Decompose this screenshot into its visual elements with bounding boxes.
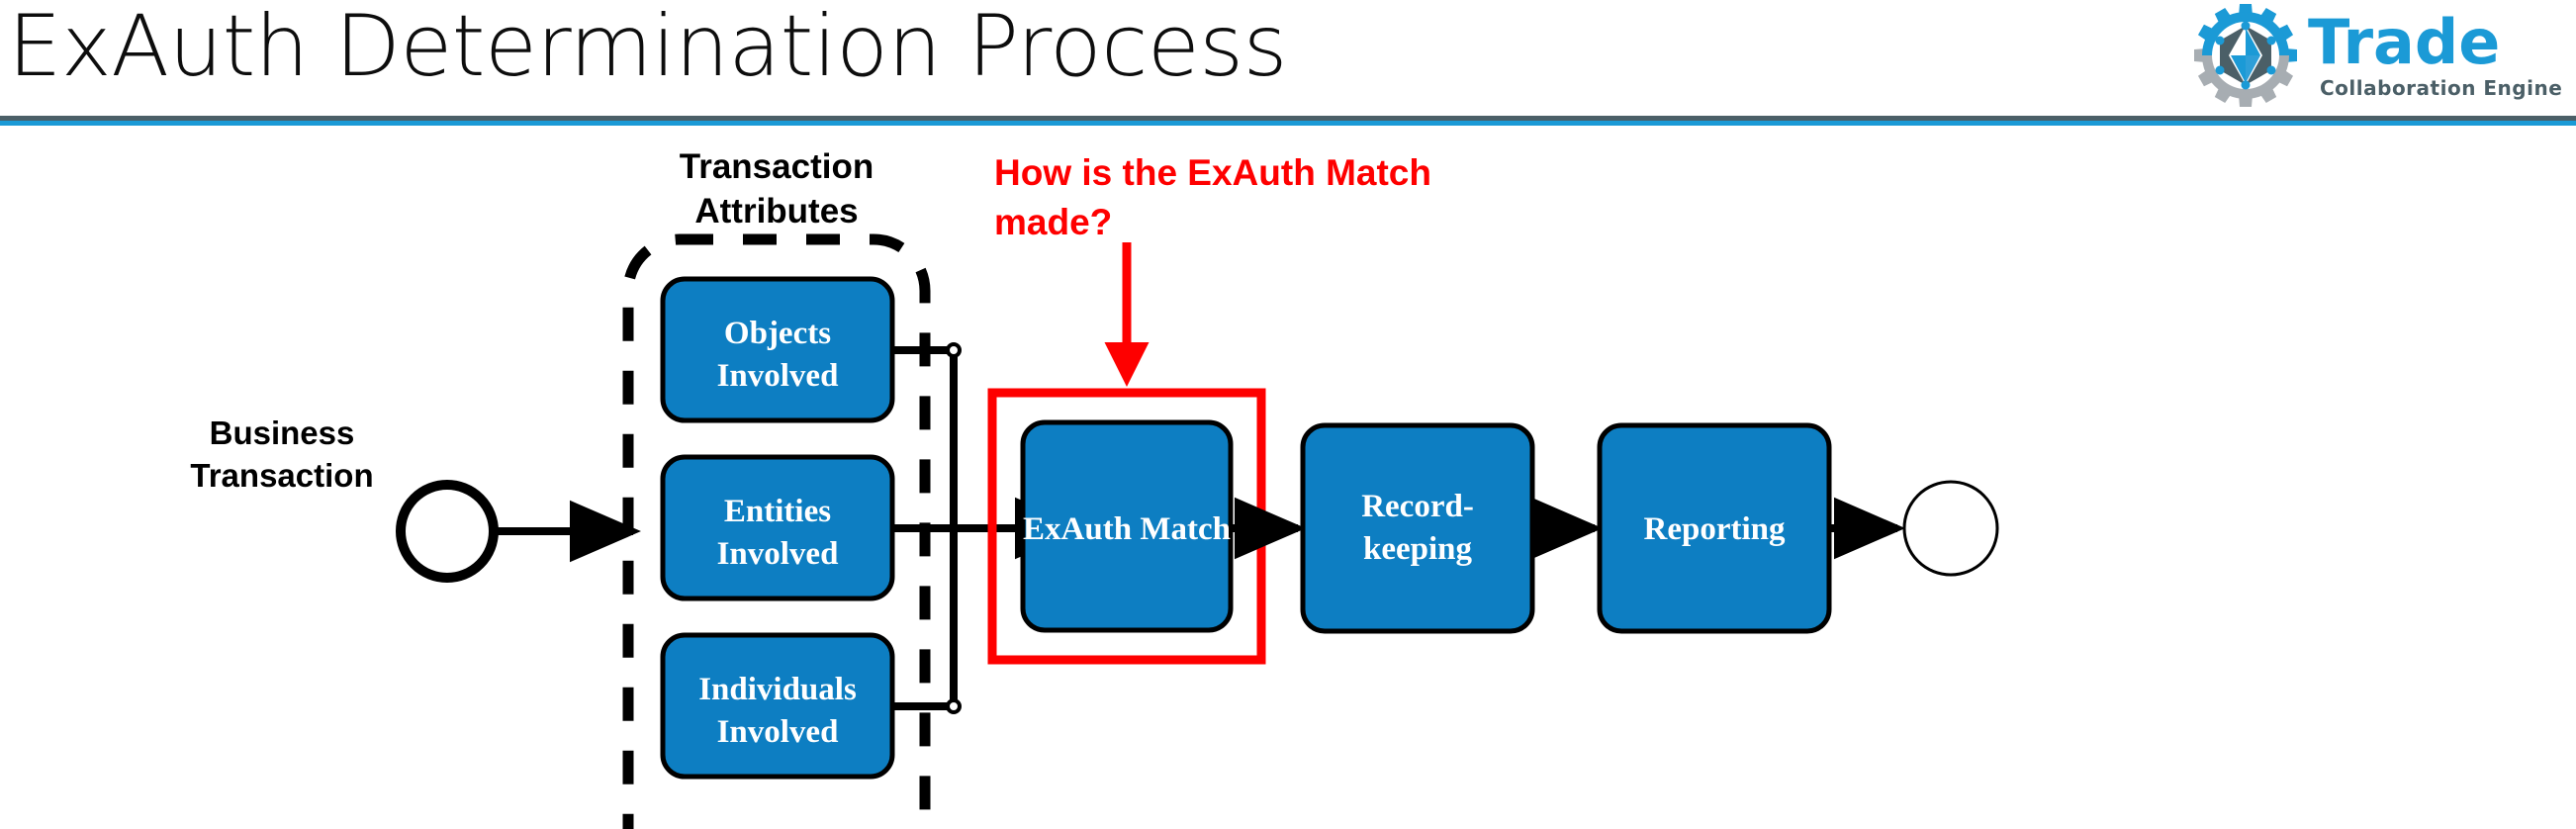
transaction-attributes-container — [622, 233, 931, 829]
attribute-node-individuals-line2: Involved — [717, 714, 839, 750]
gear-icon — [2194, 4, 2297, 107]
attribute-node-entities-line2: Involved — [717, 536, 839, 572]
group-label-line1: Transaction — [680, 147, 874, 186]
end-event[interactable] — [1902, 480, 1999, 577]
attribute-node-individuals[interactable]: Individuals Involved — [660, 632, 895, 780]
attribute-node-entities[interactable]: Entities Involved — [660, 454, 895, 601]
connector-attributes-bracket — [892, 342, 1086, 714]
start-event[interactable]: Business Transaction — [190, 414, 499, 583]
header-divider — [0, 116, 2576, 126]
header-divider-top — [0, 116, 2576, 121]
logo-tagline: Collaboration Engine — [2320, 76, 2562, 100]
attribute-node-objects-line1: Objects — [724, 316, 831, 351]
process-node-record-keeping-line1: Record- — [1361, 489, 1474, 524]
logo-wordmark: Trade — [2308, 6, 2500, 78]
group-label-line2: Attributes — [694, 192, 858, 230]
brand-logo: Trade Collaboration Engine — [2194, 2, 2570, 109]
attribute-node-individuals-line1: Individuals — [698, 672, 857, 707]
process-node-record-keeping[interactable]: Record- keeping — [1300, 422, 1535, 634]
annotation-line2: made? — [994, 202, 1112, 242]
process-node-record-keeping-line2: keeping — [1363, 531, 1473, 567]
process-node-reporting-label: Reporting — [1644, 511, 1786, 547]
process-node-reporting[interactable]: Reporting — [1597, 422, 1832, 634]
annotation-exauth-question: How is the ExAuth Match made? — [994, 152, 1431, 387]
attribute-node-objects-line2: Involved — [717, 358, 839, 394]
group-label: Transaction Attributes — [680, 147, 874, 230]
process-flow-diagram: Transaction Attributes Objects Involved … — [0, 126, 2576, 829]
annotation-line1: How is the ExAuth Match — [994, 152, 1431, 193]
process-node-exauth-match[interactable]: ExAuth Match — [1020, 419, 1234, 633]
header-divider-bottom — [0, 121, 2576, 126]
attribute-node-objects[interactable]: Objects Involved — [660, 276, 895, 423]
arrow-right-icon — [2509, 51, 2542, 69]
process-node-exauth-match-label: ExAuth Match — [1023, 511, 1231, 547]
attribute-node-entities-line1: Entities — [724, 494, 831, 529]
start-event-label-line2: Transaction — [190, 457, 373, 494]
start-event-label-line1: Business — [210, 414, 355, 451]
page-title: ExAuth Determination Process — [8, 0, 1287, 96]
